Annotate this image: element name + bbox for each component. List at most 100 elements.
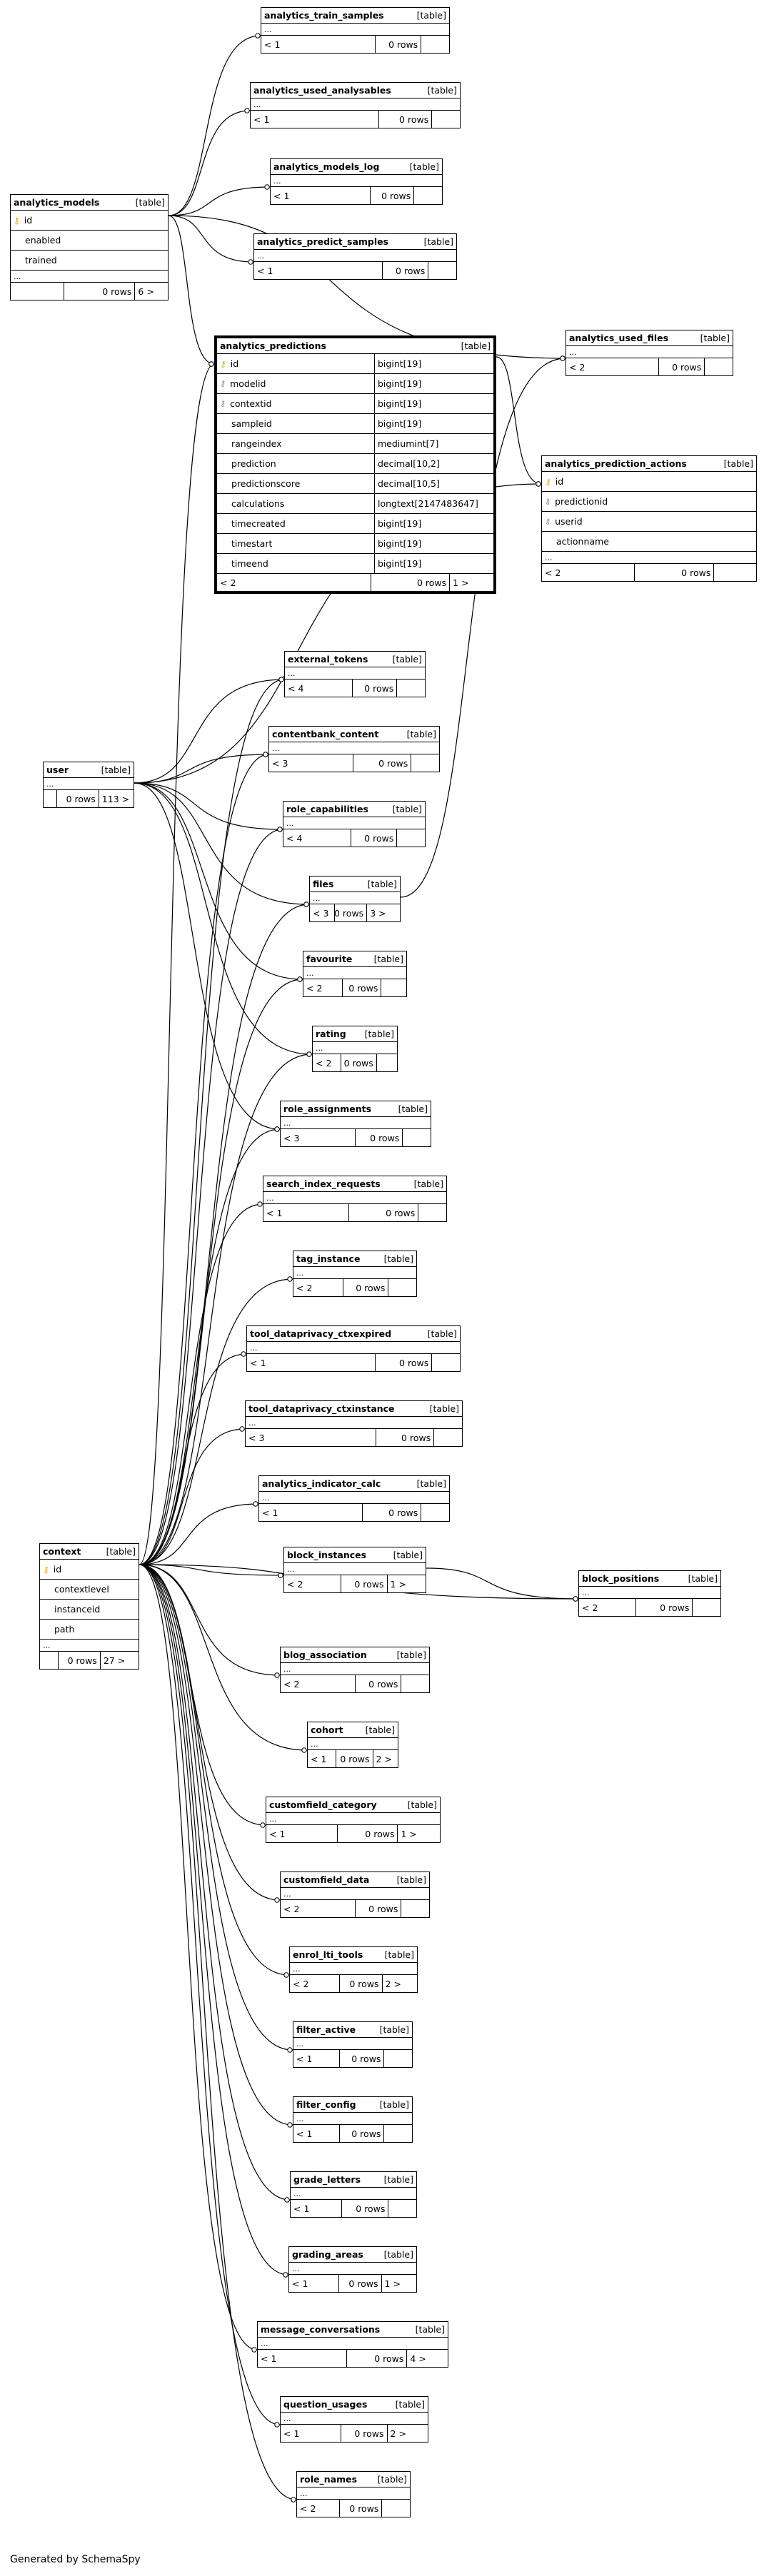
parent-count[interactable]: < 2 [287, 1578, 303, 1590]
table-header[interactable]: analytics_models[table] [11, 195, 168, 211]
child-count[interactable]: 1 > [381, 2275, 416, 2292]
column-row[interactable]: enabled [11, 231, 168, 251]
parent-count[interactable]: < 2 [316, 1057, 332, 1069]
child-count[interactable] [411, 754, 439, 772]
column-row[interactable]: path [40, 1620, 139, 1640]
table-header[interactable]: filter_active[table] [293, 2022, 412, 2038]
child-count[interactable] [401, 1675, 429, 1692]
table-name[interactable]: analytics_models_log [273, 161, 380, 172]
child-count[interactable] [704, 358, 733, 375]
parent-count[interactable] [11, 283, 64, 300]
table-name[interactable]: search_index_requests [266, 1178, 381, 1189]
table-header[interactable]: enrol_lti_tools[table] [290, 1947, 417, 1963]
table-name[interactable]: external_tokens [288, 654, 368, 665]
table-name[interactable]: analytics_used_analysables [253, 85, 391, 96]
child-count[interactable]: 27 > [99, 1652, 139, 1669]
table-name[interactable]: files [313, 879, 334, 889]
table-name[interactable]: favourite [306, 954, 353, 964]
table-header[interactable]: files[table] [310, 877, 400, 892]
table-header[interactable]: question_usages[table] [281, 2397, 428, 2413]
table-header[interactable]: rating[table] [313, 1026, 397, 1042]
child-count[interactable] [381, 979, 406, 996]
child-count[interactable] [376, 1054, 397, 1071]
table-header[interactable]: filter_config[table] [293, 2097, 412, 2113]
parent-count[interactable]: < 2 [569, 361, 585, 373]
child-count[interactable] [428, 262, 456, 279]
child-count[interactable] [431, 1354, 460, 1371]
table-header[interactable]: analytics_predict_samples[table] [254, 234, 456, 250]
child-count[interactable] [383, 2050, 412, 2067]
parent-count[interactable]: < 1 [292, 2278, 308, 2289]
parent-count[interactable]: < 1 [293, 2203, 310, 2214]
table-name[interactable]: grade_letters [293, 2174, 361, 2185]
child-count[interactable]: 3 > [366, 904, 400, 921]
parent-count[interactable]: < 1 [296, 2053, 313, 2064]
parent-count[interactable]: < 2 [296, 1282, 313, 1293]
column-row[interactable]: ⚷userid [542, 512, 756, 532]
parent-count[interactable]: < 3 [272, 757, 288, 769]
parent-count[interactable] [40, 1652, 58, 1669]
table-analytics-prediction-actions[interactable]: analytics_prediction_actions[table]⚷id⚷p… [541, 455, 757, 582]
table-name[interactable]: role_names [300, 2474, 358, 2485]
parent-count[interactable]: < 4 [286, 832, 303, 844]
parent-count[interactable]: < 1 [311, 1753, 327, 1764]
table-name[interactable]: analytics_predictions [220, 340, 326, 351]
table-header[interactable]: user[table] [44, 762, 134, 778]
parent-count[interactable]: < 2 [306, 982, 323, 994]
column-row[interactable]: contextlevel [40, 1580, 139, 1600]
table-header[interactable]: tag_instance[table] [293, 1251, 416, 1267]
parent-count[interactable]: < 1 [269, 1828, 286, 1839]
parent-count[interactable]: < 1 [296, 2128, 313, 2139]
child-count[interactable]: 1 > [449, 574, 493, 591]
child-count[interactable] [421, 1504, 449, 1521]
table-header[interactable]: grade_letters[table] [291, 2172, 416, 2188]
table-header[interactable]: analytics_models_log[table] [271, 159, 442, 175]
parent-count[interactable]: < 2 [283, 1903, 300, 1914]
parent-count[interactable]: < 3 [283, 1132, 300, 1143]
parent-count[interactable]: < 2 [283, 1678, 300, 1689]
table-name[interactable]: block_positions [582, 1573, 660, 1584]
table-header[interactable]: contentbank_content[table] [269, 727, 439, 742]
child-count[interactable]: 2 > [386, 2425, 428, 2442]
parent-count[interactable]: < 1 [250, 1357, 266, 1368]
parent-count[interactable]: < 1 [273, 190, 290, 201]
child-count[interactable] [383, 2125, 412, 2142]
table-name[interactable]: tool_dataprivacy_ctxexpired [250, 1328, 392, 1339]
parent-count[interactable]: < 2 [300, 2502, 316, 2514]
table-header[interactable]: analytics_train_samples[table] [261, 8, 449, 24]
column-row[interactable]: actionname [542, 532, 756, 552]
parent-count[interactable]: < 1 [257, 265, 273, 276]
child-count[interactable] [713, 564, 756, 581]
child-count[interactable] [388, 1279, 416, 1296]
parent-count[interactable]: < 3 [248, 1432, 265, 1443]
table-tool-dataprivacy-ctxexpired[interactable]: tool_dataprivacy_ctxexpired[table]...< 1… [246, 1325, 461, 1372]
parent-count[interactable]: < 2 [582, 1602, 598, 1613]
column-row[interactable]: ⚷id [11, 211, 168, 231]
table-name[interactable]: role_capabilities [286, 804, 368, 814]
child-count[interactable]: 2 > [381, 1975, 417, 1992]
table-header[interactable]: analytics_predictions[table] [217, 338, 493, 354]
table-header[interactable]: analytics_used_files[table] [566, 330, 733, 346]
table-name[interactable]: message_conversations [261, 2324, 381, 2335]
table-name[interactable]: user [46, 764, 69, 775]
table-header[interactable]: role_names[table] [297, 2472, 410, 2487]
table-name[interactable]: question_usages [283, 2399, 368, 2410]
table-name[interactable]: customfield_category [269, 1799, 377, 1810]
